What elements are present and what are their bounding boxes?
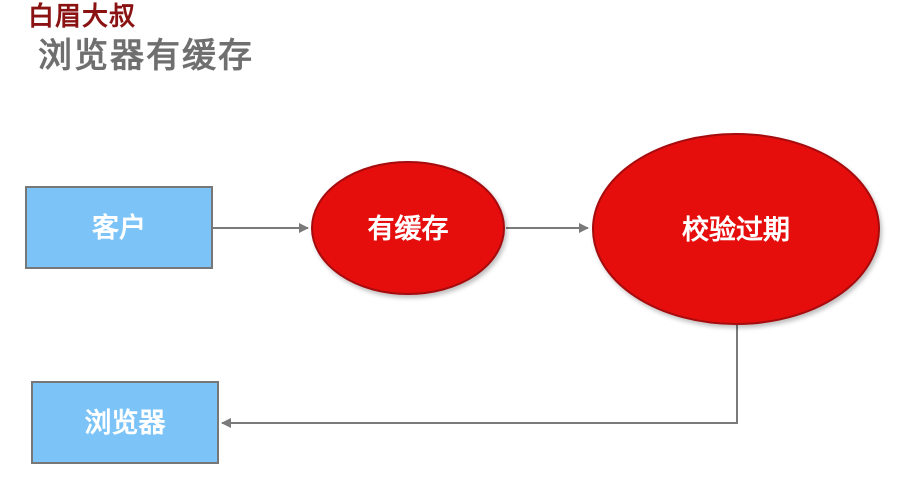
- brand-logo: 白眉大叔: [28, 2, 137, 32]
- node-check-expiry-shape: [592, 133, 880, 325]
- node-check-expiry: 校验过期: [592, 133, 880, 325]
- node-client: 客户: [25, 186, 213, 269]
- node-browser: 浏览器: [31, 381, 219, 464]
- node-client-shape: [25, 186, 213, 269]
- node-client-label: 客户: [92, 212, 146, 244]
- node-browser-shape: [31, 381, 219, 464]
- node-has-cache: 有缓存: [311, 161, 505, 295]
- arrow-check-to-browser: [221, 323, 738, 428]
- page-title: 浏览器有缓存: [38, 36, 254, 76]
- node-has-cache-shape: [311, 161, 505, 295]
- node-has-cache-label: 有缓存: [368, 214, 449, 245]
- node-check-expiry-label: 校验过期: [682, 214, 790, 246]
- node-browser-label: 浏览器: [85, 407, 167, 439]
